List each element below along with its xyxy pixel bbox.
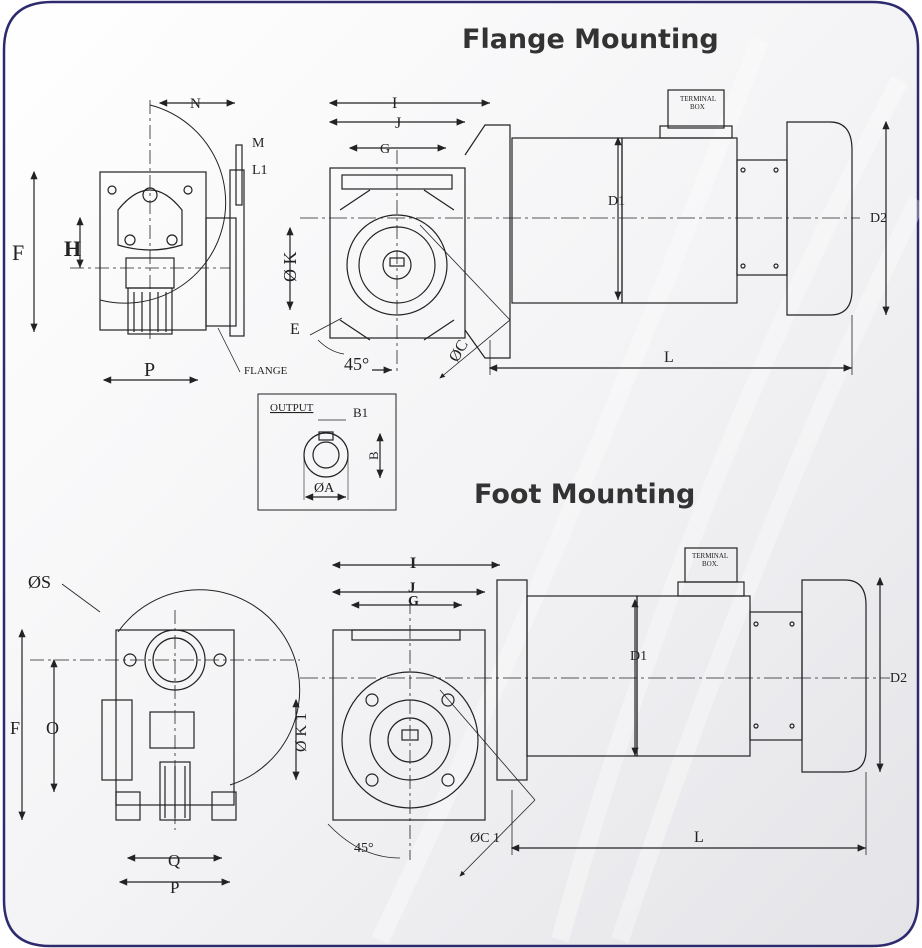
label-D1: D1 bbox=[608, 194, 625, 209]
output-inset-labels: OUTPUT B1 B ØA bbox=[270, 402, 381, 496]
label-L: L bbox=[664, 349, 674, 366]
label-flange: FLANGE bbox=[244, 365, 288, 377]
label-L1: L1 bbox=[252, 163, 268, 178]
title-foot-mounting: Foot Mounting bbox=[474, 479, 696, 510]
label-angle: 45° bbox=[344, 354, 369, 374]
flange-side-view bbox=[30, 99, 294, 384]
label-A: ØA bbox=[314, 481, 335, 496]
label-I: I bbox=[410, 555, 416, 572]
label-G: G bbox=[408, 594, 419, 609]
terminal-box-line1: TERMINAL bbox=[692, 552, 728, 560]
foot-side-view bbox=[18, 583, 301, 886]
label-D1: D1 bbox=[630, 649, 647, 664]
output-inset bbox=[257, 393, 397, 511]
label-angle: 45° bbox=[354, 841, 374, 856]
flange-front-view bbox=[300, 89, 890, 379]
label-output: OUTPUT bbox=[270, 402, 314, 414]
label-B: B bbox=[366, 451, 381, 460]
label-G: G bbox=[380, 142, 390, 157]
label-L: L bbox=[694, 829, 704, 846]
label-O: O bbox=[46, 718, 59, 738]
label-K1: Ø K 1 bbox=[293, 713, 310, 752]
label-C1: ØC 1 bbox=[470, 831, 500, 846]
label-Q: Q bbox=[168, 851, 180, 870]
terminal-box-line2: BOX. bbox=[702, 560, 719, 568]
label-D2: D2 bbox=[890, 671, 907, 686]
label-F: F bbox=[12, 240, 24, 265]
label-F: F bbox=[10, 718, 20, 738]
label-P: P bbox=[144, 359, 155, 381]
title-flange-mounting: Flange Mounting bbox=[462, 24, 719, 55]
label-M: M bbox=[252, 136, 265, 151]
label-D2: D2 bbox=[870, 211, 887, 226]
label-B1: B1 bbox=[353, 405, 368, 420]
foot-front-view bbox=[300, 547, 890, 877]
terminal-box-line1: TERMINAL bbox=[680, 95, 716, 103]
label-E: E bbox=[290, 321, 300, 338]
label-S: ØS bbox=[28, 572, 51, 592]
label-P: P bbox=[170, 878, 179, 897]
label-J: J bbox=[408, 580, 416, 596]
label-H: H bbox=[64, 236, 81, 261]
terminal-box-line2: BOX bbox=[690, 103, 705, 111]
background-swoosh bbox=[371, 36, 922, 944]
label-I: I bbox=[392, 95, 397, 112]
label-N: N bbox=[190, 96, 201, 112]
foot-dimension-labels: ØS F O Ø K 1 Q P I J G D1 D2 45° ØC 1 L … bbox=[10, 552, 907, 897]
label-K: Ø K bbox=[280, 252, 300, 283]
label-J: J bbox=[395, 115, 401, 132]
